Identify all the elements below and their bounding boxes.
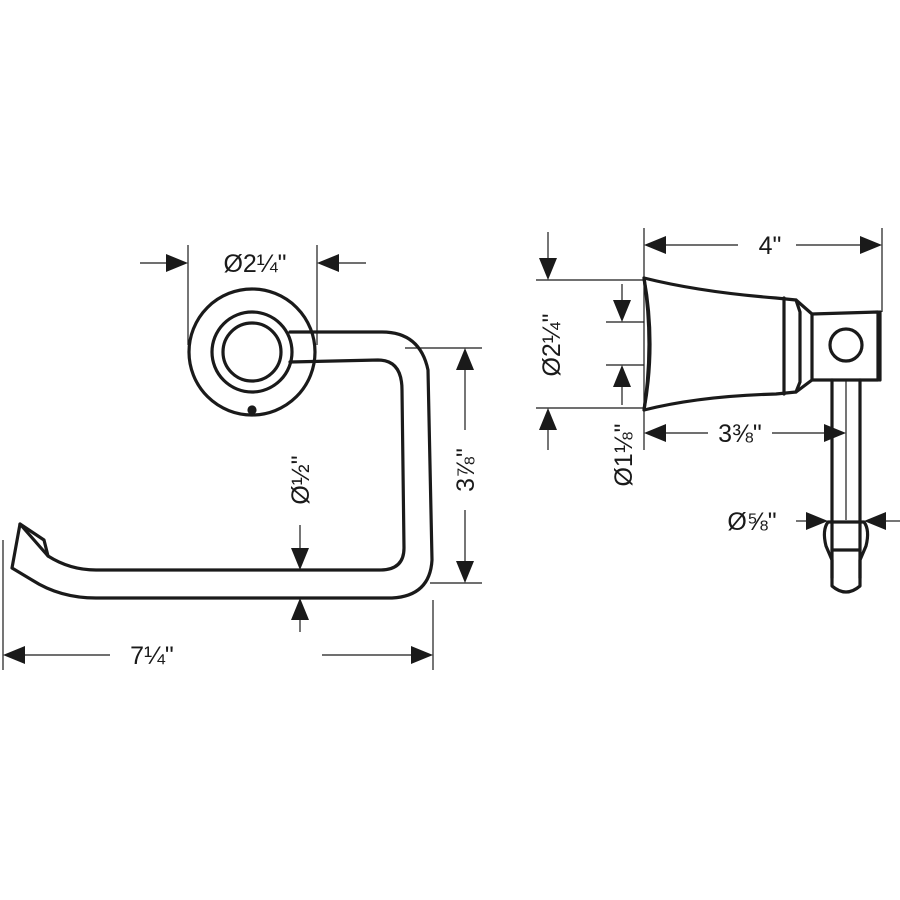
arrow xyxy=(291,598,309,620)
arrow xyxy=(644,424,666,442)
arrow xyxy=(824,424,846,442)
width-label: 7¼" xyxy=(130,642,174,670)
collar-shoulder xyxy=(794,298,802,394)
base-diameter-label: Ø2¼" xyxy=(538,313,566,376)
arrow xyxy=(456,561,474,583)
arrow xyxy=(539,408,557,430)
arrow xyxy=(456,348,474,370)
front-view xyxy=(10,287,434,600)
bar-tip xyxy=(822,520,870,594)
arrow xyxy=(3,646,25,664)
arrow xyxy=(291,548,309,570)
height-label: 3⅞" xyxy=(452,448,480,492)
front-dimensions: Ø2¼" 3⅞" Ø½" 7¼" xyxy=(2,245,482,670)
rosette-outer xyxy=(187,287,317,417)
arrow xyxy=(613,300,631,322)
rosette-hub xyxy=(221,321,283,383)
holder-bar-outer xyxy=(10,330,434,600)
bar-bore xyxy=(828,327,864,363)
projection-label: 3⅜" xyxy=(718,420,762,448)
arrow xyxy=(806,512,828,530)
side-dimensions: 4" Ø2¼" Ø1⅛" 3⅜" Ø⅝" xyxy=(536,228,900,536)
bar-diameter-label: Ø½" xyxy=(287,455,315,504)
arrow xyxy=(411,646,433,664)
rosette-inner xyxy=(210,310,294,394)
post-diameter-label: Ø1⅛" xyxy=(610,423,638,486)
mount-base-inner xyxy=(642,276,652,412)
arrow xyxy=(864,512,886,530)
set-screw xyxy=(247,405,257,415)
mount-base xyxy=(642,276,880,412)
arrow xyxy=(613,365,631,387)
arrow xyxy=(644,236,666,254)
arrow xyxy=(166,254,188,272)
side-view xyxy=(642,276,882,594)
arrow xyxy=(860,236,882,254)
arrow xyxy=(317,254,339,272)
depth-label: 4" xyxy=(759,232,782,260)
tip-diameter-label: Ø⅝" xyxy=(727,508,776,536)
arrow xyxy=(539,258,557,280)
bar-end-cap xyxy=(18,522,50,558)
rosette-diameter-label: Ø2¼" xyxy=(223,250,286,278)
